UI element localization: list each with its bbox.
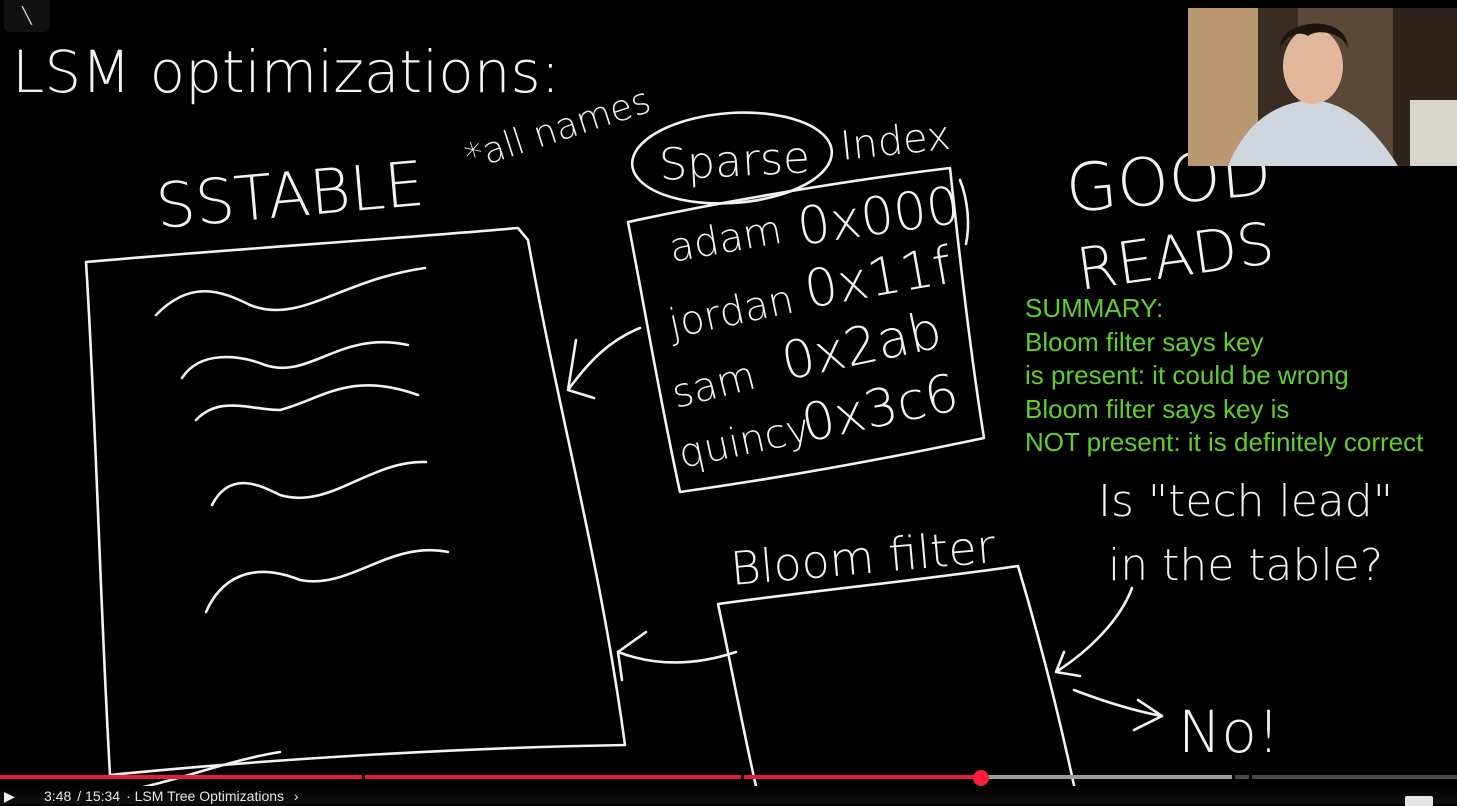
time-total: 15:34: [85, 788, 121, 804]
chapter-segment[interactable]: [0, 775, 362, 779]
summary-line: Bloom filter says key: [1025, 326, 1264, 357]
summary-line: Bloom filter says key is: [1025, 393, 1290, 424]
question-line-1: Is "tech lead": [1098, 476, 1393, 527]
chapter-segment[interactable]: [981, 775, 1232, 779]
whiteboard-heading: LSM optimizations:: [12, 38, 560, 106]
video-progress-bar[interactable]: [0, 770, 1457, 786]
index-entry-key: sam: [667, 353, 760, 418]
chapter-segment[interactable]: [1252, 775, 1457, 779]
index-box: [626, 166, 986, 494]
sstable-row-scribble: [204, 548, 450, 614]
answer-arrow: [1072, 688, 1164, 732]
index-label: Index: [838, 113, 952, 170]
chapter-segment[interactable]: [1235, 775, 1249, 779]
index-to-sstable-arrow: [566, 326, 642, 400]
index-box-mark: [958, 178, 970, 246]
sstable-row-scribble: [154, 266, 427, 317]
index-entry-key: adam: [666, 207, 786, 272]
summary-line: is present: it could be wrong: [1025, 360, 1349, 390]
sstable-box: [84, 226, 627, 777]
webcam-feed: [1188, 8, 1457, 166]
sparse-label: Sparse: [658, 132, 811, 191]
captions-icon[interactable]: [1405, 796, 1433, 806]
sstable-row-scribble: [180, 340, 410, 380]
summary-line: SUMMARY:: [1025, 293, 1164, 323]
time-display: 3:48/ 15:34· LSM Tree Optimizations ›: [44, 788, 299, 804]
chapter-title[interactable]: LSM Tree Optimizations: [134, 788, 285, 804]
chapter-segment[interactable]: [365, 775, 741, 779]
sstable-row-scribble: [194, 384, 420, 422]
sstable-row-scribble: [210, 460, 428, 507]
bloom-filter-box: [716, 564, 1077, 804]
bloom-to-sstable-arrow: [616, 630, 738, 682]
bloom-filter-label: Bloom filter: [728, 519, 997, 596]
collapse-icon: ╲: [22, 8, 32, 25]
chapter-segment[interactable]: [744, 775, 981, 779]
summary-line: NOT present: it is definitely correct: [1025, 427, 1424, 457]
play-icon[interactable]: ▶: [4, 788, 15, 804]
summary-text: SUMMARY: Bloom filter says key is presen…: [1025, 292, 1457, 460]
answer-label: No!: [1178, 698, 1280, 766]
question-line-2: in the table?: [1108, 540, 1383, 591]
sparse-circle: [630, 111, 834, 205]
progress-scrubber[interactable]: [973, 770, 989, 786]
collapse-button[interactable]: ╲: [4, 0, 50, 32]
question-to-bloom-arrow: [1054, 586, 1134, 678]
index-entry-key: quincy: [675, 405, 815, 478]
time-current: 3:48: [44, 788, 72, 804]
chevron-right-icon[interactable]: ›: [293, 788, 299, 804]
player-controls: ▶ 3:48/ 15:34· LSM Tree Optimizations ›: [0, 786, 1457, 806]
sstable-label: SSTABLE: [153, 147, 427, 243]
